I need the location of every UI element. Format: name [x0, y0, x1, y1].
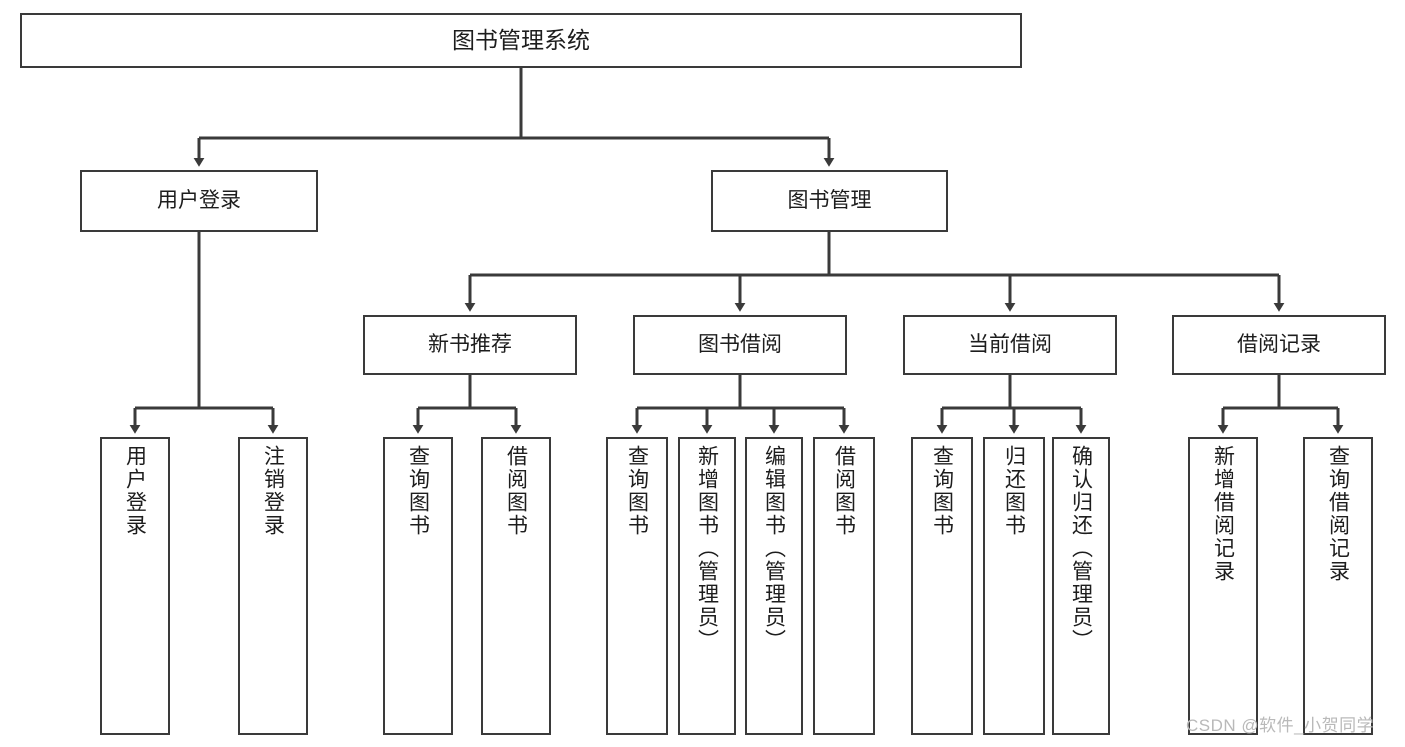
node-root-label: 图书管理系统 — [452, 26, 590, 53]
leaf-bb-edit-book[interactable]: 编辑图书（管理员） — [745, 437, 803, 735]
leaf-cb-confirm-return[interactable]: 确认归还（管理员） — [1052, 437, 1110, 735]
leaf-cb-query-book-label: 查询图书 — [930, 445, 954, 537]
leaf-nbr-query-book[interactable]: 查询图书 — [383, 437, 453, 735]
node-current-borrow[interactable]: 当前借阅 — [903, 315, 1117, 375]
leaf-br-add-record[interactable]: 新增借阅记录 — [1188, 437, 1258, 735]
leaf-user-login-label: 用户登录 — [123, 445, 147, 537]
leaf-cb-return-book[interactable]: 归还图书 — [983, 437, 1045, 735]
node-book-management-label: 图书管理 — [787, 188, 872, 212]
leaf-bb-add-book-label: 新增图书（管理员） — [695, 445, 719, 652]
leaf-user-login[interactable]: 用户登录 — [100, 437, 170, 735]
leaf-bb-query-book-label: 查询图书 — [625, 445, 649, 537]
leaf-nbr-query-book-label: 查询图书 — [406, 445, 430, 537]
leaf-cb-return-book-label: 归还图书 — [1002, 445, 1026, 537]
leaf-cb-confirm-return-label: 确认归还（管理员） — [1069, 445, 1093, 652]
leaf-br-query-record-label: 查询借阅记录 — [1326, 445, 1350, 583]
node-borrow-record[interactable]: 借阅记录 — [1172, 315, 1386, 375]
node-book-management[interactable]: 图书管理 — [711, 170, 948, 232]
leaf-bb-query-book[interactable]: 查询图书 — [606, 437, 668, 735]
node-book-borrow[interactable]: 图书借阅 — [633, 315, 847, 375]
node-book-borrow-label: 图书借阅 — [698, 332, 782, 356]
node-root[interactable]: 图书管理系统 — [20, 13, 1022, 68]
node-current-borrow-label: 当前借阅 — [968, 332, 1052, 356]
leaf-bb-borrow-book-label: 借阅图书 — [832, 445, 856, 537]
leaf-bb-borrow-book[interactable]: 借阅图书 — [813, 437, 875, 735]
leaf-user-logout-label: 注销登录 — [261, 445, 285, 537]
leaf-nbr-borrow-book[interactable]: 借阅图书 — [481, 437, 551, 735]
leaf-bb-edit-book-label: 编辑图书（管理员） — [762, 445, 786, 652]
node-user-login[interactable]: 用户登录 — [80, 170, 318, 232]
leaf-user-logout[interactable]: 注销登录 — [238, 437, 308, 735]
leaf-bb-add-book[interactable]: 新增图书（管理员） — [678, 437, 736, 735]
leaf-br-add-record-label: 新增借阅记录 — [1211, 445, 1235, 583]
node-new-book-recommend-label: 新书推荐 — [428, 332, 512, 356]
node-new-book-recommend[interactable]: 新书推荐 — [363, 315, 577, 375]
node-user-login-label: 用户登录 — [157, 188, 241, 212]
node-borrow-record-label: 借阅记录 — [1237, 332, 1321, 356]
leaf-nbr-borrow-book-label: 借阅图书 — [504, 445, 528, 537]
leaf-br-query-record[interactable]: 查询借阅记录 — [1303, 437, 1373, 735]
leaf-cb-query-book[interactable]: 查询图书 — [911, 437, 973, 735]
